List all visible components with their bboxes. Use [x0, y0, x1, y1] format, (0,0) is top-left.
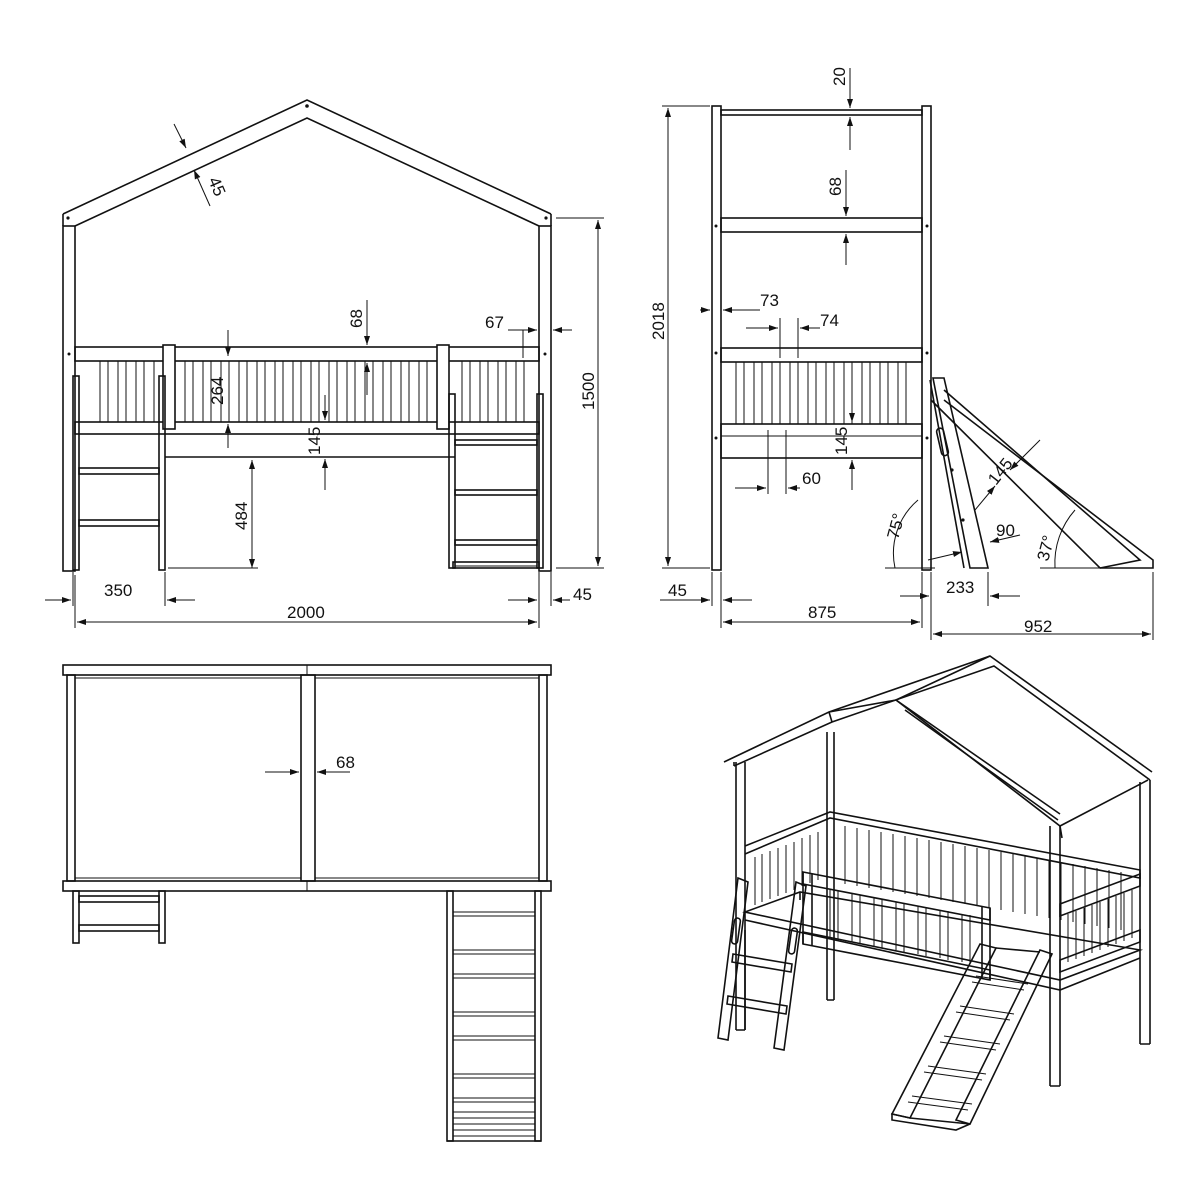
dim-front-side-rail: 145: [305, 427, 324, 455]
iso-front-guard: [802, 871, 1141, 981]
top-view: 68: [62, 664, 552, 1142]
iso-posts: [735, 732, 1151, 1087]
dim-side-post-thickness: 45: [668, 581, 687, 600]
front-slats: [99, 344, 525, 430]
iso-slide: [890, 943, 1054, 1131]
dim-side-slat-a: 73: [760, 291, 779, 310]
dim-top-beam-width: 68: [336, 753, 355, 772]
dim-front-total-height: 1500: [579, 372, 598, 410]
front-rails: [74, 346, 540, 458]
top-frame: [62, 664, 552, 892]
dim-side-ladder-angle: 75°: [884, 511, 909, 541]
dim-side-ladder-depth: 233: [946, 578, 974, 597]
front-dimensions: 45 68 67 264 145 484: [45, 123, 604, 628]
dim-side-ladder-step: 90: [996, 521, 1015, 540]
dim-side-total-height: 2018: [649, 302, 668, 340]
side-ladder: [929, 377, 990, 569]
front-left-ladder: [72, 375, 166, 571]
dim-front-post-width: 67: [485, 313, 504, 332]
dim-side-slide-width: 145: [984, 454, 1016, 488]
isometric-view: [717, 655, 1153, 1131]
front-posts: [62, 225, 552, 572]
dim-side-slide-depth: 952: [1024, 617, 1052, 636]
dim-front-roof-beam: 45: [204, 174, 229, 199]
dim-front-guard-height: 264: [208, 377, 227, 405]
top-left-ladder: [72, 890, 166, 944]
dim-front-total-length: 2000: [287, 603, 325, 622]
dim-side-slat-b: 74: [820, 311, 839, 330]
iso-ladder: [717, 876, 807, 1051]
top-slide: [446, 890, 542, 1142]
iso-back-guard: [744, 811, 1141, 930]
front-right-slide: [448, 393, 544, 569]
iso-roof: [723, 655, 1153, 839]
top-dimensions: 68: [265, 753, 355, 775]
dim-side-mid-rail: 68: [826, 177, 845, 196]
dim-front-post-thickness: 45: [573, 585, 592, 604]
dim-side-bed-depth: 875: [808, 603, 836, 622]
side-view: 20 68 2018 73 74 145: [649, 67, 1154, 640]
side-slide: [930, 389, 1154, 569]
dim-side-side-rail: 145: [832, 427, 851, 455]
dim-front-rail-height: 68: [347, 309, 366, 328]
dim-front-ladder-width: 350: [104, 581, 132, 600]
side-dimensions: 20 68 2018 73 74 145: [649, 67, 1154, 640]
dim-side-slat-gap: 60: [802, 469, 821, 488]
side-posts: [711, 105, 932, 571]
dim-side-top-rail: 20: [830, 67, 849, 86]
front-roof: [62, 99, 552, 227]
iso-platform: [742, 891, 1144, 991]
dim-front-under-height: 484: [232, 502, 251, 530]
front-view: 45 68 67 264 145 484: [45, 99, 604, 628]
side-rails: [720, 109, 923, 459]
